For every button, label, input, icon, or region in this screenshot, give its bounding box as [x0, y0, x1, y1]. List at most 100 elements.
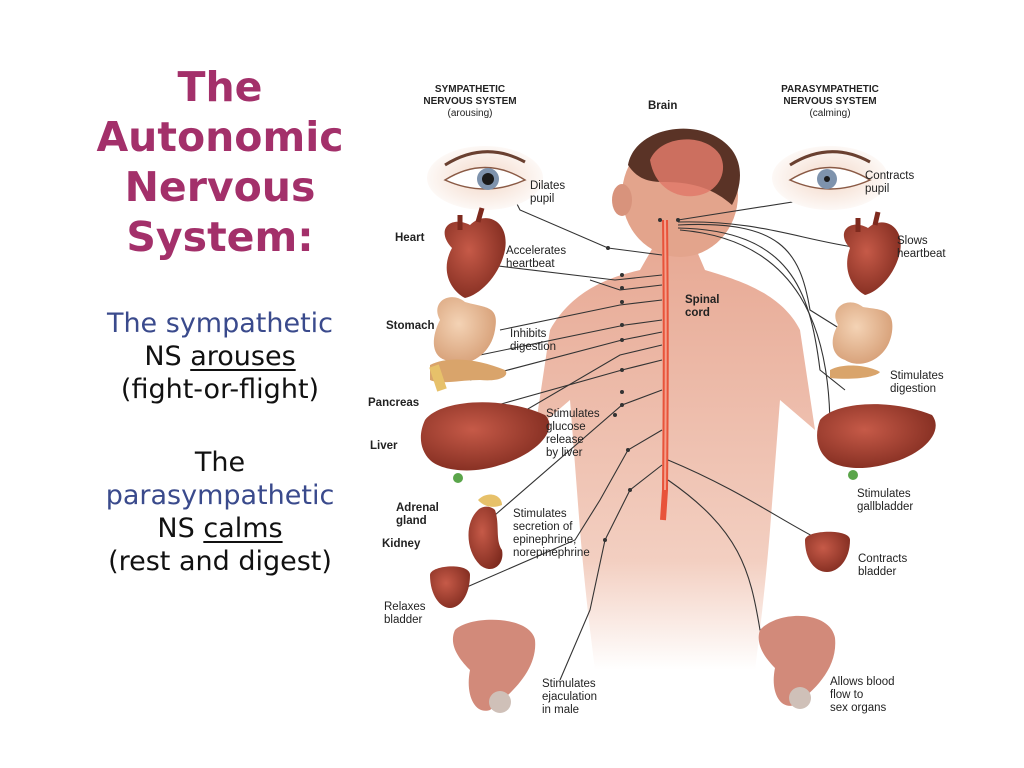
stimulates-secretion-label: Stimulates secretion of epinephrine, nor…: [513, 508, 590, 560]
label-line: ejaculation: [542, 691, 597, 704]
arouses-word: arouses: [190, 341, 295, 372]
liver-icon: [817, 404, 936, 480]
label-line: secretion of: [513, 521, 590, 534]
sympathetic-line3: (fight-or-flight): [60, 373, 380, 406]
label-line: glucose: [546, 421, 600, 434]
human-body: [535, 129, 815, 670]
label-line: bladder: [858, 566, 907, 579]
sympathetic-eye-icon: [427, 146, 543, 210]
calms-word: calms: [203, 513, 282, 544]
sympathetic-line2: NS arouses: [60, 340, 380, 373]
label-line: Accelerates: [506, 245, 566, 258]
label-line: Relaxes: [384, 601, 426, 614]
parasympathetic-heading-label: PARASYMPATHETIC NERVOUS SYSTEM (calming): [760, 84, 900, 120]
label-line: digestion: [510, 341, 556, 354]
ear: [612, 184, 632, 216]
heading-line: NERVOUS SYSTEM: [760, 96, 900, 108]
ns-prefix: NS: [157, 513, 203, 544]
label-line: Stimulates: [542, 678, 597, 691]
label-line: release: [546, 434, 600, 447]
parasympathetic-line3: NS calms: [60, 512, 380, 545]
heart-icon: [844, 212, 901, 295]
label-line: flow to: [830, 689, 895, 702]
heading-line: NERVOUS SYSTEM: [405, 96, 535, 108]
label-line: Contracts: [865, 170, 914, 183]
liver-icon: [421, 402, 550, 483]
title-line: Nervous: [60, 162, 380, 212]
label-line: Stimulates: [890, 370, 944, 383]
label-line: in male: [542, 704, 597, 717]
pancreas-icon: [430, 360, 506, 390]
ns-prefix: NS: [144, 341, 190, 372]
heading-line: (arousing): [405, 108, 535, 120]
inhibits-digestion-label: Inhibits digestion: [510, 328, 556, 354]
label-line: Allows blood: [830, 676, 895, 689]
label-line: epinephrine,: [513, 534, 590, 547]
label-line: Inhibits: [510, 328, 556, 341]
brain-label: Brain: [648, 100, 677, 113]
label-line: Dilates: [530, 180, 565, 193]
label-line: heartbeat: [897, 248, 946, 261]
label-line: digestion: [890, 383, 944, 396]
accelerates-heartbeat-label: Accelerates heartbeat: [506, 245, 566, 271]
label-line: bladder: [384, 614, 426, 627]
heart-icon: [445, 208, 506, 298]
stimulates-digestion-label: Stimulates digestion: [890, 370, 944, 396]
heading-line: SYMPATHETIC: [405, 84, 535, 96]
parasympathetic-description: The parasympathetic NS calms (rest and d…: [60, 446, 380, 578]
title-line: Autonomic: [60, 112, 380, 162]
slide-title: The Autonomic Nervous System:: [60, 62, 380, 262]
sympathetic-heading: The sympathetic: [60, 307, 380, 340]
label-line: sex organs: [830, 702, 895, 715]
stimulates-gallbladder-label: Stimulates gallbladder: [857, 488, 913, 514]
label-line: heartbeat: [506, 258, 566, 271]
stimulates-ejaculation-label: Stimulates ejaculation in male: [542, 678, 597, 717]
title-line: The: [60, 62, 380, 112]
reproductive-organs-icon: [453, 620, 535, 713]
heading-line: (calming): [760, 108, 900, 120]
nervous-system-diagram: SYMPATHETIC NERVOUS SYSTEM (arousing) PA…: [360, 70, 1024, 760]
diagram-illustration: [360, 70, 1024, 760]
title-line: System:: [60, 212, 380, 262]
label-line: gallbladder: [857, 501, 913, 514]
kidney-label: Kidney: [382, 538, 420, 551]
contracts-pupil-label: Contracts pupil: [865, 170, 914, 196]
kidney-icon: [468, 507, 502, 569]
allows-blood-flow-label: Allows blood flow to sex organs: [830, 676, 895, 715]
stomach-icon: [830, 302, 892, 378]
label-line: by liver: [546, 447, 600, 460]
heading-line: PARASYMPATHETIC: [760, 84, 900, 96]
bladder-icon: [805, 532, 850, 572]
adrenal-gland-icon: [478, 495, 502, 507]
adrenal-gland-label: Adrenal gland: [396, 502, 446, 528]
parasympathetic-heading: parasympathetic: [60, 479, 380, 512]
sympathetic-heading-label: SYMPATHETIC NERVOUS SYSTEM (arousing): [405, 84, 535, 120]
dilates-pupil-label: Dilates pupil: [530, 180, 565, 206]
label-line: Stimulates: [857, 488, 913, 501]
label-line: norepinephrine: [513, 547, 590, 560]
relaxes-bladder-label: Relaxes bladder: [384, 601, 426, 627]
spinal-cord-label: Spinal cord: [685, 294, 720, 320]
liver-label: Liver: [370, 440, 398, 453]
sympathetic-description: The sympathetic NS arouses (fight-or-fli…: [60, 307, 380, 406]
heart-label: Heart: [395, 232, 424, 245]
label-line: pupil: [530, 193, 565, 206]
label-line: cord: [685, 307, 720, 320]
pancreas-label: Pancreas: [368, 397, 419, 410]
spinal-cord: [663, 220, 666, 520]
contracts-bladder-label: Contracts bladder: [858, 553, 907, 579]
label-line: Stimulates: [513, 508, 590, 521]
stomach-label: Stomach: [386, 320, 435, 333]
bladder-icon: [430, 566, 470, 608]
parasympathetic-line4: (rest and digest): [60, 545, 380, 578]
reproductive-organs-icon: [759, 616, 836, 709]
label-line: Spinal: [685, 294, 720, 307]
label-line: Contracts: [858, 553, 907, 566]
label-line: Slows: [897, 235, 946, 248]
stimulates-glucose-label: Stimulates glucose release by liver: [546, 408, 600, 460]
label-line: pupil: [865, 183, 914, 196]
parasympathetic-line1: The: [60, 446, 380, 479]
label-line: Stimulates: [546, 408, 600, 421]
slows-heartbeat-label: Slows heartbeat: [897, 235, 946, 261]
